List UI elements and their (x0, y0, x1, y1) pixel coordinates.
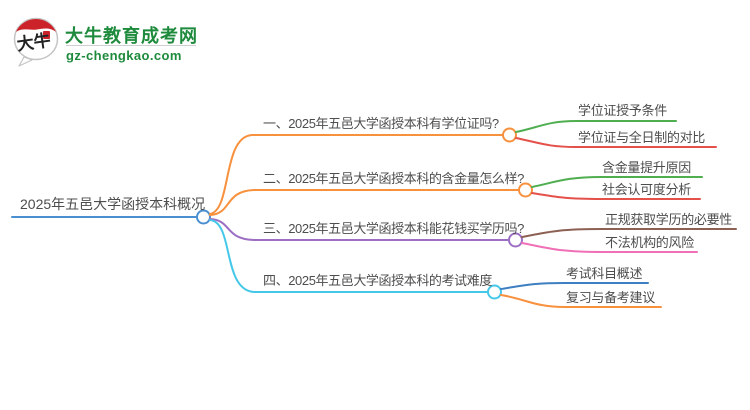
subtopic-3-1-label: 正规获取学历的必要性 (605, 212, 733, 227)
subtopic-4-1-connector (500, 282, 649, 290)
subtopic-2-1-label: 含金量提升原因 (602, 160, 691, 175)
subtopic-2-1-connector (531, 176, 703, 188)
branch-2-connector (209, 189, 519, 216)
branch-1-node-handle (502, 127, 517, 143)
branch-4-label: 四、2025年五邑大学函授本科的考试难度 (263, 273, 492, 288)
subtopic-2-2-label: 社会认可度分析 (602, 182, 691, 197)
branch-3-connector (209, 218, 509, 241)
subtopic-4-2-connector (500, 294, 662, 308)
branch-1-connector (209, 134, 503, 215)
subtopic-1-1-connector (515, 120, 677, 133)
subtopic-4-1-label: 考试科目概述 (566, 266, 643, 281)
logo-title: 大牛教育成考网 (65, 26, 198, 46)
branch-2-label: 二、2025年五邑大学函授本科的含金量怎么样? (263, 171, 524, 186)
subtopic-3-2-connector (521, 242, 698, 253)
branch-3-node-handle (508, 232, 523, 248)
subtopic-3-1-connector (521, 228, 737, 238)
central-topic-label: 2025年五邑大学函授本科概况 (20, 196, 206, 212)
branch-3-label: 三、2025年五邑大学函授本科能花钱买学历吗? (263, 221, 524, 236)
logo-bubble-icon: 大牛 (13, 17, 59, 67)
branch-4-connector (209, 219, 488, 293)
logo-domain-text: gz-chengkao.com (66, 48, 182, 63)
subtopic-3-2-label: 不法机构的风险 (605, 235, 694, 250)
branch-2-node-handle (518, 182, 533, 198)
branch-4-node-handle (487, 284, 502, 300)
branch-1-label: 一、2025年五邑大学函授本科有学位证吗? (263, 116, 499, 131)
subtopic-1-2-connector (515, 137, 717, 148)
subtopic-2-2-connector (531, 192, 701, 200)
site-logo: 大牛 大牛教育成考网 gz-chengkao.com (12, 16, 232, 68)
logo-icon-text: 大牛 (15, 30, 52, 56)
subtopic-4-2-label: 复习与备考建议 (566, 290, 655, 305)
subtopic-1-1-label: 学位证授予条件 (578, 103, 667, 118)
logo-divider (66, 45, 196, 46)
subtopic-1-2-label: 学位证与全日制的对比 (578, 130, 706, 145)
central-node-handle (196, 209, 211, 225)
